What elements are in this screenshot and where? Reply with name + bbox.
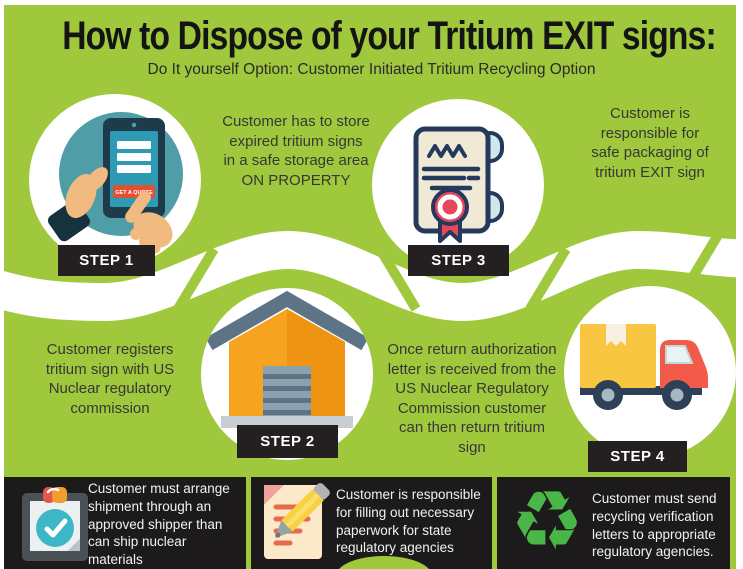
footer-item-paperwork: Customer is responsible for filling out …	[336, 487, 481, 556]
delivery-truck-icon	[580, 324, 708, 410]
step3-circle	[372, 99, 544, 271]
step4-circle	[564, 286, 736, 458]
certificate-icon	[413, 126, 504, 243]
green-ellipse-decoration	[336, 556, 432, 569]
footer-divider	[492, 477, 497, 569]
footer-bar: Customer must arrange shipment through a…	[4, 477, 730, 569]
get-a-quote-label: GET A QUOTE	[115, 190, 153, 196]
step1-description: Customer has to store expired tritium si…	[222, 113, 370, 189]
step3-badge: STEP 3	[408, 245, 509, 276]
page-subtitle: Do It yourself Option: Customer Initiate…	[147, 61, 596, 78]
wave-ribbon-gaps	[173, 224, 728, 312]
step2-circle	[201, 288, 373, 460]
step4-description: Once return authorization letter is rece…	[387, 341, 557, 456]
step2-badge: STEP 2	[237, 425, 338, 458]
tablet-hands-icon: GET A QUOTE	[48, 112, 183, 254]
step1-badge: STEP 1	[58, 245, 155, 276]
recycle-icon: ♻	[510, 474, 584, 569]
footer-item-recycling: Customer must send recycling verificatio…	[592, 491, 717, 560]
footer-item-shipper: Customer must arrange shipment through a…	[88, 481, 230, 568]
step2-description: Customer registers tritium sign with US …	[45, 341, 175, 417]
step3-description: Customer is responsible for safe packagi…	[591, 105, 709, 181]
step4-badge: STEP 4	[588, 441, 687, 472]
page-title: How to Dispose of your Tritium EXIT sign…	[62, 14, 716, 58]
warehouse-icon	[205, 290, 369, 428]
footer-divider	[246, 477, 251, 569]
paperwork-pencil-icon	[256, 479, 342, 565]
step1-circle: GET A QUOTE	[29, 94, 201, 266]
clipboard-check-icon	[12, 481, 98, 567]
